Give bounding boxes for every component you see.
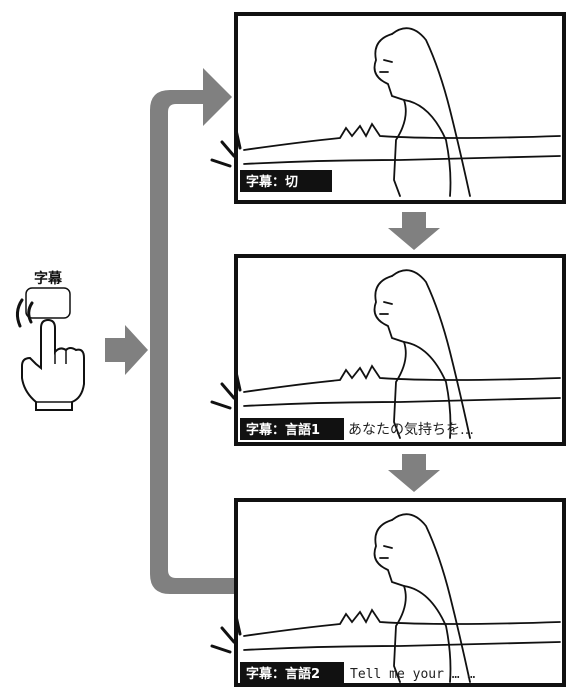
remote-control-press: 字幕 <box>15 270 85 411</box>
subtitle-tag: 字幕：言語2 <box>246 666 320 682</box>
scene-illustration <box>243 513 561 683</box>
loop-arrow-body <box>150 90 237 594</box>
subtitle-tag: 字幕：言語1 <box>246 422 320 438</box>
press-indicator-icon <box>210 614 242 654</box>
scene-illustration <box>243 27 561 197</box>
scene-illustration <box>243 269 561 439</box>
press-indicator-icon <box>210 370 242 410</box>
subtitle-caption: あなたの気持ちを… <box>348 422 474 438</box>
press-indicator-icon <box>15 298 34 328</box>
subtitle-button[interactable] <box>25 287 71 319</box>
tv-screen-subtitle-off: 字幕：切 <box>210 12 566 204</box>
subtitle-tag-bg <box>240 418 344 440</box>
press-arrow <box>105 325 148 375</box>
press-indicator-icon <box>210 128 242 168</box>
cycle-loop-arrow <box>150 68 237 594</box>
down-arrow-1 <box>388 212 440 250</box>
subtitle-tag-bg <box>240 662 344 684</box>
screen-frame <box>234 498 566 687</box>
subtitle-tag-bg <box>240 170 332 192</box>
subtitle-tag: 字幕：切 <box>246 174 298 190</box>
subtitle-button-label: 字幕 <box>34 270 63 287</box>
pointing-hand-icon <box>21 318 85 411</box>
hand-finger-lines <box>36 350 72 403</box>
loop-arrow-head <box>203 68 232 126</box>
tv-screen-subtitle-language1: 字幕：言語1 あなたの気持ちを… <box>210 254 566 446</box>
screen-frame <box>234 254 566 446</box>
subtitle-caption: Tell me your … … <box>350 667 475 682</box>
tv-screen-subtitle-language2: 字幕：言語2 Tell me your … … <box>210 498 566 687</box>
down-arrow-2 <box>388 454 440 492</box>
